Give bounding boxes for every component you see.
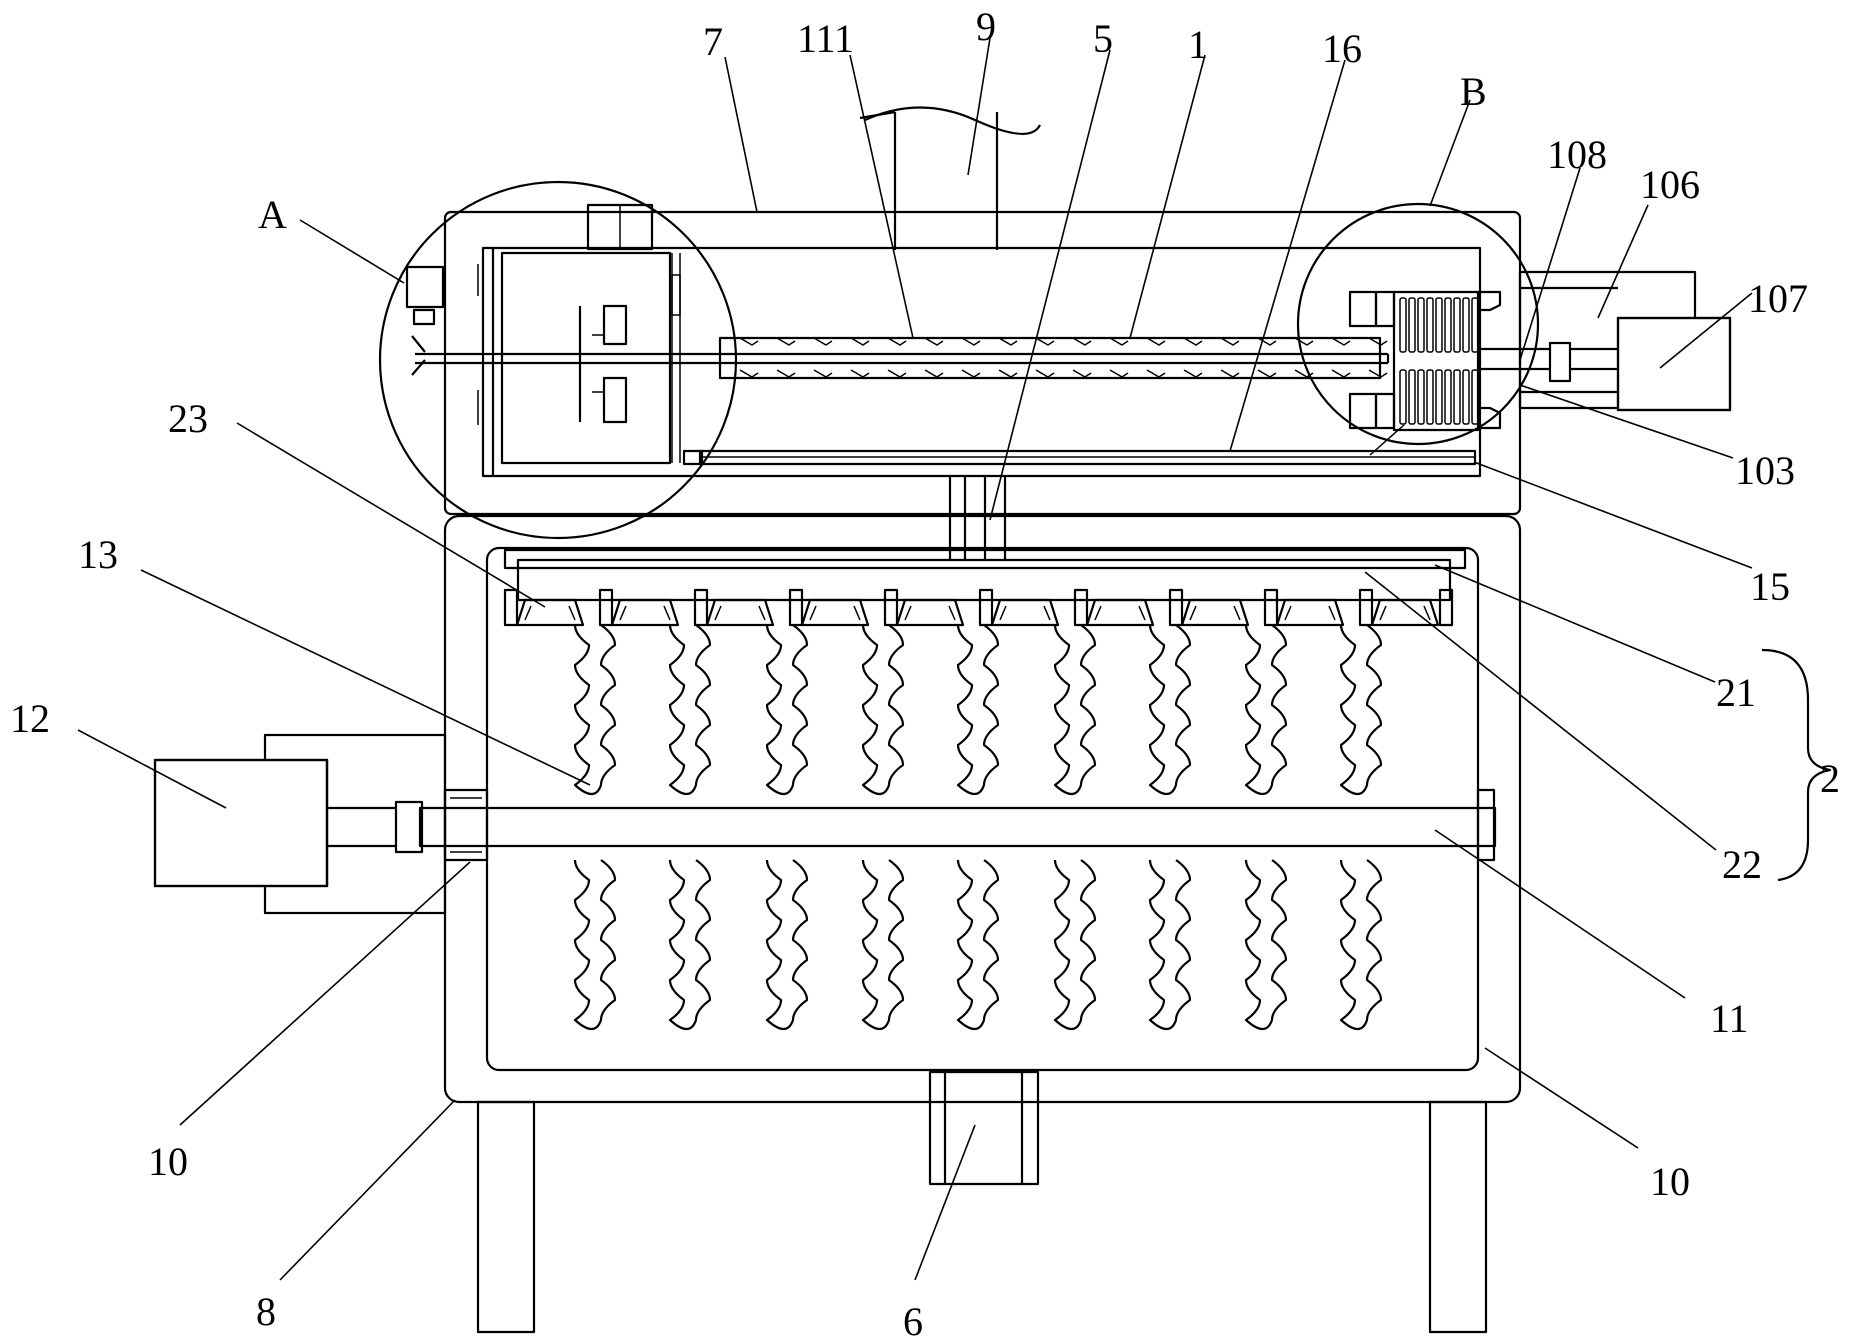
stirrer-rods [573, 624, 1383, 1031]
label-23: 23 [168, 396, 208, 441]
vertical-shaft [948, 476, 1007, 560]
label-15: 15 [1750, 564, 1790, 609]
label-1: 1 [1188, 22, 1208, 67]
right-motor [1518, 270, 1732, 412]
nozzle-bar [503, 548, 1467, 627]
label-9: 9 [976, 4, 996, 49]
label-7: 7 [703, 19, 723, 64]
scraper-plate [682, 449, 1477, 466]
label-111: 111 [797, 16, 854, 61]
label-12: 12 [10, 696, 50, 741]
label-108: 108 [1547, 132, 1607, 177]
spring-assembly [1348, 290, 1618, 456]
label-103: 103 [1735, 448, 1795, 493]
label-5: 5 [1093, 16, 1113, 61]
callout-labels: 7 111 9 5 1 16 B 108 106 107 A 23 13 103… [10, 4, 1840, 1342]
label-10-right: 10 [1650, 1159, 1690, 1204]
upper-housing [405, 203, 1522, 516]
label-16: 16 [1322, 26, 1362, 71]
label-2: 2 [1820, 756, 1840, 801]
label-a: A [258, 192, 287, 237]
label-106: 106 [1640, 162, 1700, 207]
outlet-pipe [928, 1070, 1040, 1186]
label-11: 11 [1710, 996, 1749, 1041]
label-22: 22 [1722, 842, 1762, 887]
support-legs [476, 1100, 1488, 1334]
label-10-left: 10 [148, 1139, 188, 1184]
label-107: 107 [1748, 276, 1808, 321]
label-8: 8 [256, 1289, 276, 1334]
brace-2 [1761, 648, 1832, 882]
screw-shaft [415, 336, 1390, 380]
detail-circle-b [1296, 202, 1540, 446]
left-motor [153, 733, 447, 915]
leader-lines [77, 37, 1753, 1281]
detail-circle-a [378, 180, 738, 540]
label-6: 6 [903, 1299, 923, 1342]
agitator-shaft [394, 788, 1497, 862]
label-13: 13 [78, 532, 118, 577]
inlet-pipe [859, 106, 1041, 250]
label-b: B [1460, 69, 1487, 114]
label-21: 21 [1716, 670, 1756, 715]
